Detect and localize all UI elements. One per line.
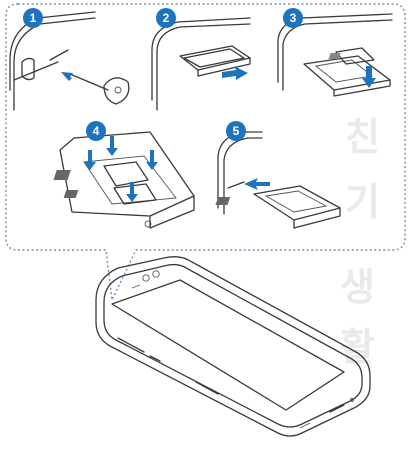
step-badge-1: 1 — [23, 8, 43, 28]
step-number-1: 1 — [30, 11, 37, 25]
step-number-2: 2 — [163, 11, 170, 25]
step-badge-3: 3 — [283, 8, 303, 28]
step-badge-4: 4 — [86, 121, 106, 141]
step-4-arrow-left — [84, 150, 96, 170]
step-5-illustration — [215, 131, 341, 229]
step-number-3: 3 — [290, 11, 297, 25]
usb-port — [329, 404, 345, 413]
callout-frame — [5, 3, 406, 303]
front-camera-icon — [142, 274, 150, 282]
phone-screen — [111, 279, 345, 411]
step-number-4: 4 — [93, 124, 100, 138]
step-badge-2: 2 — [156, 8, 176, 28]
watermark-char-2: 기 — [345, 180, 380, 224]
step-4-illustration — [53, 131, 195, 229]
step-4-arrow-top — [106, 136, 118, 156]
watermark-char-4: 활 — [340, 325, 375, 369]
watermark-char-1: 친 — [345, 115, 380, 159]
step-4-arrow-right — [146, 150, 158, 170]
step-number-5: 5 — [233, 124, 240, 138]
watermark: 친 기 생 활 — [340, 115, 380, 369]
step-5-arrow — [244, 178, 270, 190]
step-1-arrow — [61, 72, 82, 82]
power-button — [195, 381, 219, 395]
step-badge-5: 5 — [226, 121, 246, 141]
smartphone-illustration — [95, 256, 371, 437]
step-3-arrow — [362, 66, 376, 88]
volume-button — [117, 337, 145, 353]
step-1-illustration — [9, 11, 130, 111]
sensor-icon — [152, 270, 160, 278]
step-2-arrow — [222, 66, 248, 80]
step-4-arrow-bottom — [126, 182, 138, 202]
step-2-illustration — [151, 17, 251, 111]
watermark-char-3: 생 — [340, 265, 375, 309]
